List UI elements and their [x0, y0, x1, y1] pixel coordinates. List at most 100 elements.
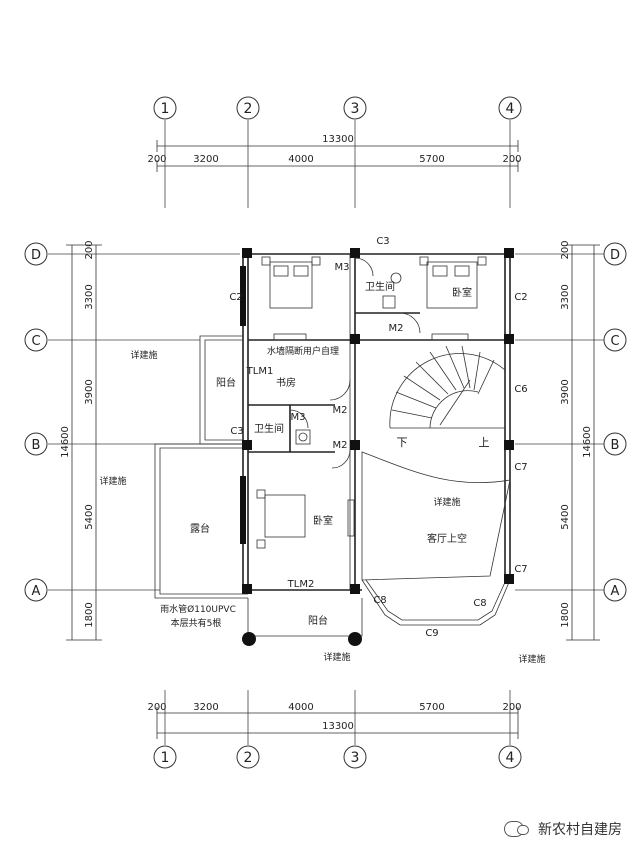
- label-tlm1: TLM1: [246, 366, 274, 377]
- bottom-axis-bubbles: 1 2 3 4: [153, 745, 522, 769]
- label-detail-3: 详建施: [433, 496, 460, 508]
- columns: [240, 248, 514, 646]
- dim-total-right: 14600: [582, 426, 593, 458]
- axis-label-C-right: C: [610, 334, 619, 349]
- label-detail-2: 详建施: [99, 475, 126, 487]
- dim-total-left: 14600: [60, 426, 71, 458]
- axis-label-B-right: B: [611, 438, 620, 453]
- label-c7-b: C7: [514, 564, 527, 575]
- axis-label-2-bottom: 2: [244, 750, 253, 766]
- room-labels: 卧室 卫生间 书房 阳台 卫生间 卧室 露台 阳台 客厅上空: [190, 280, 472, 627]
- label-c3-mid: C3: [230, 426, 243, 437]
- dim-total-top: 13300: [322, 134, 354, 145]
- bath-fixtures: [295, 272, 402, 445]
- axis-label-D-right: D: [610, 248, 620, 263]
- dim-seg-5-bottom: 200: [502, 702, 521, 713]
- element-labels: C3 C3 M3 M3 M2 M2 M2 C2 C2 C6 C7 C7 C8 C…: [99, 236, 545, 665]
- bed-nw: [261, 256, 321, 341]
- axis-label-4-bottom: 4: [506, 750, 515, 766]
- label-m3-top: M3: [335, 262, 350, 273]
- axis-label-A: A: [32, 584, 41, 599]
- dim-seg-4: 5700: [419, 154, 444, 165]
- dim-v-seg-3-right: 3900: [560, 379, 571, 404]
- bed-ne: [419, 256, 487, 341]
- watermark: 新农村自建房: [504, 819, 622, 839]
- label-detail-1: 详建施: [130, 349, 157, 361]
- axis-label-4: 4: [506, 101, 515, 117]
- room-balcony-w: 阳台: [216, 376, 236, 389]
- dim-v-seg-2-right: 3300: [560, 284, 571, 309]
- dim-seg-1: 200: [147, 154, 166, 165]
- label-m2-c: M2: [333, 440, 348, 451]
- axis-label-1: 1: [161, 101, 170, 117]
- axis-label-1-bottom: 1: [161, 750, 170, 766]
- wechat-icon: [504, 821, 529, 837]
- dim-v-seg-3: 3900: [84, 379, 95, 404]
- living-void-outline: [361, 451, 511, 581]
- label-pipe-note-1: 雨水管Ø110UPVC: [160, 603, 236, 615]
- top-dimensions: 13300 200 3200 4000 5700 200: [147, 134, 522, 172]
- vertical-grid-lines: [164, 120, 511, 745]
- room-living-void: 客厅上空: [427, 532, 467, 545]
- label-detail-5: 详建施: [518, 653, 545, 665]
- room-bedroom-ne: 卧室: [452, 286, 472, 299]
- top-axis-bubbles: 1 2 3 4: [153, 96, 522, 120]
- room-bath-w: 卫生间: [254, 422, 284, 435]
- dim-seg-5: 200: [502, 154, 521, 165]
- label-tlm2: TLM2: [287, 579, 315, 590]
- label-detail-4: 详建施: [323, 651, 350, 663]
- axis-label-2: 2: [244, 101, 253, 117]
- axis-label-3: 3: [351, 101, 360, 117]
- label-c8-a: C8: [373, 595, 386, 606]
- dim-total-bottom: 13300: [322, 721, 354, 732]
- dim-v-seg-4: 5400: [84, 504, 95, 529]
- room-study: 书房: [276, 376, 296, 389]
- dim-seg-3: 4000: [288, 154, 313, 165]
- doors: [289, 257, 421, 469]
- dim-v-seg-5: 1800: [84, 602, 95, 627]
- label-c2-right: C2: [514, 292, 527, 303]
- axis-label-A-right: A: [611, 584, 620, 599]
- label-c7-a: C7: [514, 462, 527, 473]
- label-c3-top: C3: [376, 236, 389, 247]
- dim-v-seg-5-right: 1800: [560, 602, 571, 627]
- label-pipe-note-2: 本层共有5根: [171, 617, 222, 629]
- dim-v-seg-1-right: 200: [560, 240, 571, 259]
- axis-label-C: C: [31, 334, 40, 349]
- dim-seg-1-bottom: 200: [147, 702, 166, 713]
- watermark-text: 新农村自建房: [538, 822, 622, 838]
- label-m2-a: M2: [389, 323, 404, 334]
- dim-seg-3-bottom: 4000: [288, 702, 313, 713]
- label-m2-b: M2: [333, 405, 348, 416]
- dim-seg-2-bottom: 3200: [193, 702, 218, 713]
- room-balcony-s: 阳台: [308, 614, 328, 627]
- dim-seg-4-bottom: 5700: [419, 702, 444, 713]
- label-down: 下: [397, 436, 408, 449]
- dim-v-seg-1: 200: [84, 240, 95, 259]
- axis-label-B: B: [32, 438, 41, 453]
- room-terrace: 露台: [190, 522, 210, 535]
- right-dimensions: 200 3300 3900 5400 1800 14600: [560, 240, 600, 641]
- axis-label-D: D: [31, 248, 41, 263]
- dim-seg-2: 3200: [193, 154, 218, 165]
- axis-label-3-bottom: 3: [351, 750, 360, 766]
- label-c6: C6: [514, 384, 527, 395]
- horizontal-grid-lines: [48, 253, 605, 591]
- label-up: 上: [479, 436, 490, 449]
- left-axis-bubbles: D C B A: [24, 242, 48, 602]
- dim-v-seg-2: 3300: [84, 284, 95, 309]
- label-c9: C9: [425, 628, 438, 639]
- left-dimensions: 14600 200 3300 3900 5400 1800: [60, 240, 102, 641]
- label-c2-left: C2: [229, 292, 242, 303]
- label-c8-b: C8: [473, 598, 486, 609]
- room-bedroom-sw: 卧室: [313, 514, 333, 527]
- dim-v-seg-4-right: 5400: [560, 504, 571, 529]
- room-bath-n: 卫生间: [365, 280, 395, 293]
- label-meter-note: 水墙隔断用户自理: [267, 345, 339, 357]
- bed-sw: [256, 489, 355, 549]
- label-m3-mid: M3: [291, 412, 306, 423]
- right-axis-bubbles: D C B A: [603, 242, 627, 602]
- bottom-dimensions: 200 3200 4000 5700 200 13300: [147, 702, 522, 739]
- spiral-stair: [389, 345, 506, 429]
